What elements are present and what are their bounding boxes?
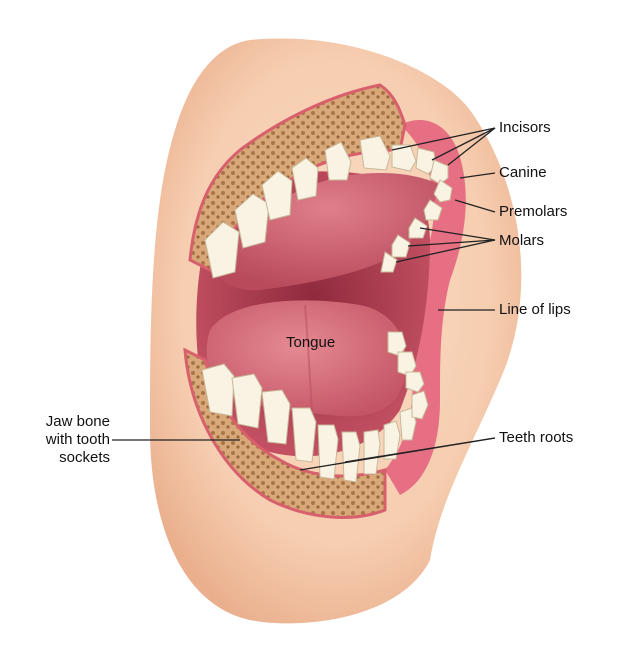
label-incisors: Incisors [499, 119, 551, 136]
leader-incisors-3 [447, 127, 496, 166]
label-canine: Canine [499, 164, 547, 181]
leader-teeth-roots-2 [344, 437, 496, 463]
upper-teeth [204, 135, 453, 279]
label-tongue: Tongue [286, 334, 336, 351]
leader-canine [459, 172, 496, 179]
label-jaw-bone-line1: Jaw bone [45, 413, 110, 430]
label-line-of-lips: Line of lips [499, 301, 571, 318]
label-jaw-bone-line3: sockets [59, 449, 110, 466]
label-jaw-bone: Jaw bone with tooth sockets [10, 413, 110, 467]
tongue-midline [304, 304, 313, 413]
leader-incisors-2 [431, 127, 496, 161]
leader-molars-1 [419, 227, 496, 241]
label-premolars: Premolars [499, 203, 568, 220]
label-jaw-bone-line2: with tooth [45, 431, 110, 448]
leader-molars-3 [395, 239, 496, 263]
leader-molars-2 [407, 239, 496, 247]
lower-teeth [201, 331, 429, 483]
leader-incisors-1 [391, 127, 496, 151]
lower-jaw-bone [183, 347, 387, 519]
leader-premolars [454, 199, 496, 213]
leader-lines [112, 127, 496, 471]
label-molars: Molars [499, 232, 545, 249]
palate [215, 173, 440, 291]
label-teeth-roots: Teeth roots [499, 429, 574, 446]
